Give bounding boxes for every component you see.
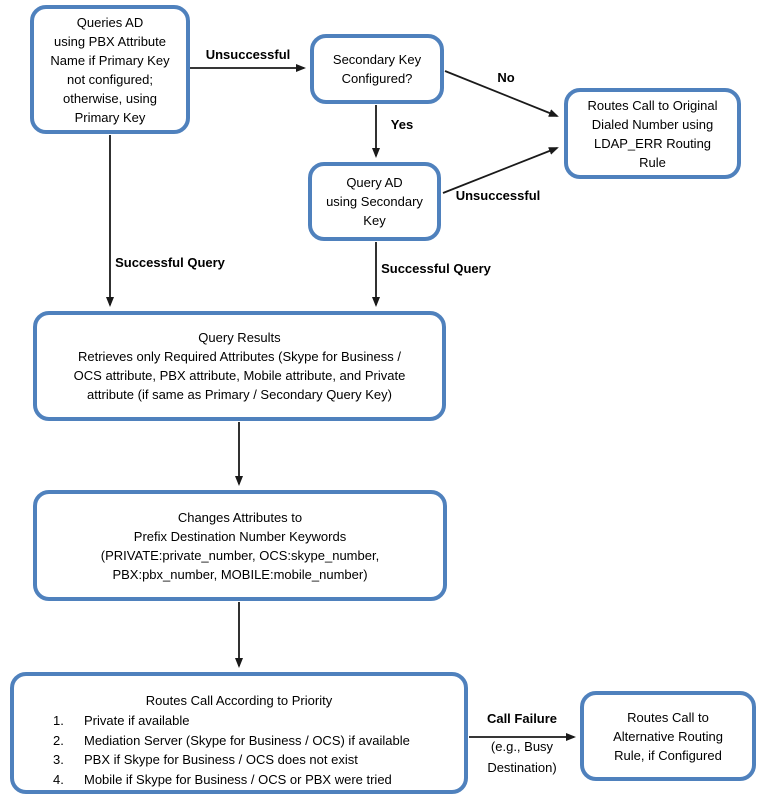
priority-item-text: Private if available (84, 713, 190, 728)
edge-label-call-failure: Call Failure (486, 711, 558, 726)
priority-item-number: 2. (53, 732, 64, 748)
node-changes-attributes: Changes Attributes to Prefix Destination… (33, 490, 447, 601)
edge-label-unsuccessful-primary: Unsuccessful (205, 47, 291, 62)
priority-item: 1. Private if available (24, 711, 454, 731)
priority-item: 2. Mediation Server (Skype for Business … (24, 731, 454, 751)
priority-item-text: Mobile if Skype for Business / OCS or PB… (84, 771, 392, 787)
priority-item-number: 3. (53, 752, 64, 767)
node-query-results: Query Results Retrieves only Required At… (33, 311, 446, 421)
node-routes-original-number: Routes Call to Original Dialed Number us… (564, 88, 741, 179)
edge-label-successful-query-left: Successful Query (115, 255, 225, 270)
priority-item: 4. Mobile if Skype for Business / OCS or… (24, 770, 454, 790)
edge-label-call-failure-detail: (e.g., Busy Destination) (487, 739, 557, 775)
node-queries-ad-primary: Queries AD using PBX Attribute Name if P… (30, 5, 190, 134)
node-secondary-key-configured: Secondary Key Configured? (310, 34, 444, 104)
edge-label-no: No (497, 70, 515, 85)
routes-priority-title: Routes Call According to Priority (145, 693, 333, 708)
edge-label-unsuccessful-secondary: Unsuccessful (455, 188, 541, 203)
edge-label-yes: Yes (390, 117, 414, 132)
priority-item-number: 1. (53, 713, 64, 728)
priority-item-text: Mediation Server (Skype for Business / O… (84, 732, 410, 748)
edge-label-successful-query-mid: Successful Query (381, 261, 491, 276)
priority-item-text: PBX if Skype for Business / OCS does not… (84, 752, 358, 767)
priority-item: 3. PBX if Skype for Business / OCS does … (24, 750, 454, 770)
node-routes-priority: Routes Call According to Priority 1. Pri… (10, 672, 468, 794)
priority-item-number: 4. (53, 771, 64, 787)
node-routes-alternative: Routes Call to Alternative Routing Rule,… (580, 691, 756, 781)
node-query-ad-secondary: Query AD using Secondary Key (308, 162, 441, 241)
